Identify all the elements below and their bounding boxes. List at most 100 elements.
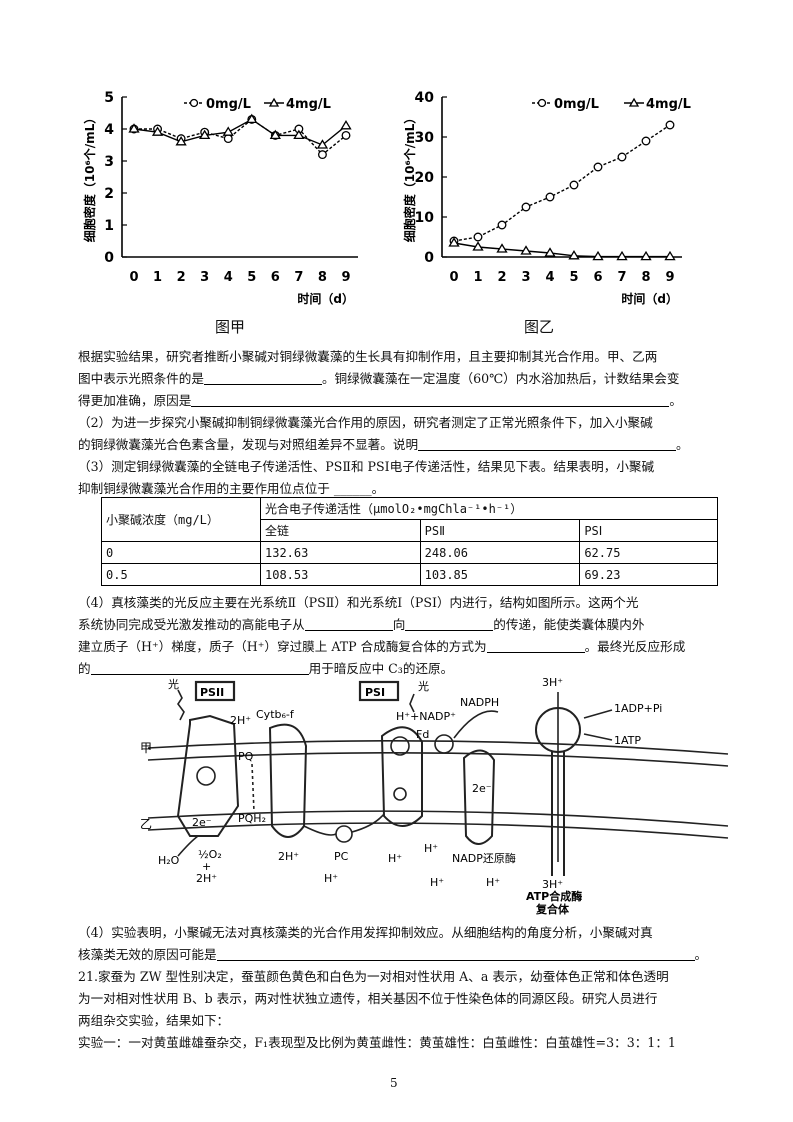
y-tick-label: 40 [415, 90, 435, 106]
data-point [246, 113, 258, 124]
label-3h-top: 3H⁺ [542, 676, 563, 689]
data-point [544, 247, 556, 257]
legend-label: 4mg/L [646, 97, 691, 112]
psi-center [390, 736, 410, 756]
atp-arrow [583, 733, 613, 741]
series-line [453, 124, 671, 242]
data-point [473, 232, 483, 242]
y-tick-label: 30 [415, 130, 435, 146]
light-label-2: 光 [418, 679, 429, 693]
membrane-upper [147, 739, 729, 755]
para-4d: 的用于暗反应中 C₃的还原。 [78, 660, 454, 676]
answer-blank[interactable] [304, 616, 393, 631]
data-point [593, 162, 603, 172]
label-h2o: H₂O [158, 854, 180, 867]
light-arrow-1 [177, 689, 185, 721]
data-point [128, 123, 140, 133]
x-tick-label: 9 [665, 270, 674, 285]
answer-blank[interactable] [203, 370, 322, 385]
nadp-reductase [462, 749, 496, 845]
table-cell: 248.06 [419, 541, 581, 564]
x-tick-label: 5 [247, 270, 256, 285]
header-psi: PSⅠ [579, 519, 718, 542]
x-tick-label: 1 [153, 270, 162, 285]
header-activity: 光合电子传递活性（μmolO₂•mgChla⁻¹•h⁻¹） [260, 497, 718, 520]
label-nadp-reductase: NADP还原酶 [452, 852, 516, 865]
table-cell: 108.53 [260, 563, 421, 586]
answer-blank[interactable] [405, 616, 494, 631]
label-2h-bottom: 2H⁺ [196, 872, 217, 885]
data-point [664, 250, 676, 261]
series-line [134, 118, 347, 156]
x-tick-label: 4 [224, 270, 233, 285]
label-pc: PC [334, 850, 349, 863]
para-4c: 建立质子（H⁺）梯度，质子（H⁺）穿过膜上 ATP 合成酶复合体的方式为。最终光… [78, 638, 686, 654]
data-point [496, 243, 508, 253]
data-point [341, 130, 351, 140]
label-2e-2: 2e⁻ [472, 782, 492, 795]
x-tick-label: 0 [129, 270, 138, 285]
label-adp: 1ADP+Pi [614, 702, 662, 715]
data-point [640, 250, 652, 261]
data-point [592, 250, 604, 261]
x-axis-label: 时间（d） [297, 291, 354, 306]
answer-blank[interactable] [418, 436, 677, 451]
data-point [223, 134, 233, 144]
data-point [665, 120, 675, 130]
x-tick-label: 6 [271, 270, 280, 285]
label-jia: 甲 [140, 741, 152, 755]
x-tick-label: 0 [449, 270, 458, 285]
para-5a: （4）实验表明，小聚碱无法对真核藻类的光合作用发挥抑制效应。从细胞结构的角度分析… [78, 925, 653, 940]
psi-label: PSI [365, 686, 385, 699]
psi-lower-center [393, 787, 407, 801]
membrane-lower-inner [147, 810, 729, 827]
answer-blank[interactable] [216, 946, 695, 961]
data-point [222, 126, 234, 136]
para-1b: 图中表示光照条件的是。铜绿微囊藻在一定温度（60℃）内水浴加热后，计数结果会变 [78, 370, 680, 386]
label-h-nadp: H⁺+NADP⁺ [396, 710, 456, 723]
header-whole-chain: 全链 [260, 519, 421, 542]
x-tick-label: 8 [318, 270, 327, 285]
label-hplus: H⁺ [430, 876, 444, 889]
table-cell: 0.5 [101, 563, 261, 586]
label-2e-1: 2e⁻ [192, 816, 212, 829]
psi-box [358, 680, 400, 702]
pq-path [251, 763, 255, 813]
label-o2: ½O₂ [198, 848, 222, 861]
para-4a: （4）真核藻类的光反应主要在光系统Ⅱ（PSⅡ）和光系统Ⅰ（PSⅠ）内进行，结构如… [78, 595, 639, 610]
table-row: 0 132.63 248.06 62.75 [101, 541, 718, 564]
table-cell: 132.63 [260, 541, 421, 564]
x-axis-label: 时间（d） [621, 291, 678, 306]
label-plus: + [202, 860, 211, 873]
water-arrow [177, 835, 199, 857]
answer-blank[interactable] [486, 638, 585, 653]
y-tick-label: 3 [104, 154, 114, 170]
y-tick-label: 10 [415, 210, 435, 226]
data-point [199, 129, 211, 140]
answer-blank[interactable] [90, 660, 309, 675]
para-3a: （3）测定铜绿微囊藻的全链电子传递活性、PSⅡ和 PSⅠ电子传递活性，结果见下表… [78, 459, 655, 474]
y-tick-label: 20 [415, 170, 435, 186]
label-hplus: H⁺ [388, 852, 402, 865]
thylakoid-diagram: 甲 乙 PSII 光 2e⁻ 2H⁺ H₂O ½O₂ + 2H⁺ PQ PQH₂… [140, 676, 729, 916]
adp-arrow [583, 709, 613, 719]
data-point [175, 136, 187, 146]
y-tick-label: 0 [104, 250, 114, 266]
label-hplus: H⁺ [424, 842, 438, 855]
x-tick-label: 6 [593, 270, 602, 285]
label-hplus: H⁺ [486, 876, 500, 889]
data-point [317, 150, 327, 160]
x-tick-label: 3 [521, 270, 530, 285]
answer-blank[interactable] [191, 392, 670, 407]
pc-circle [335, 825, 353, 843]
x-tick-label: 9 [341, 270, 350, 285]
legend-marker [268, 97, 280, 107]
chart-jia-caption: 图甲 [215, 318, 246, 336]
x-tick-label: 2 [497, 270, 506, 285]
label-yi: 乙 [140, 817, 152, 831]
data-point [569, 180, 579, 190]
